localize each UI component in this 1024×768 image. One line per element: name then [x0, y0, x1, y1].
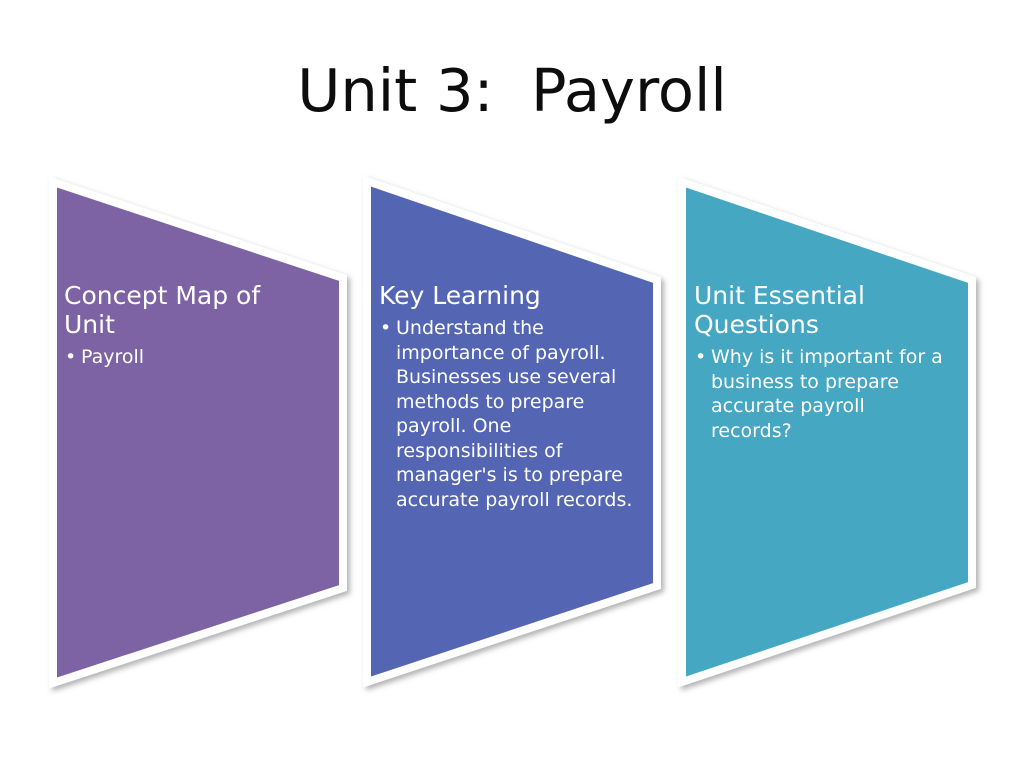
list-item-text: Understand the importance of payroll. Bu…: [396, 317, 633, 511]
bullet-icon: •: [695, 346, 707, 368]
list-item: •Payroll: [64, 345, 302, 370]
list-item: •Understand the importance of payroll. B…: [379, 316, 633, 512]
panel-bullet-list: •Why is it important for a business to p…: [694, 345, 948, 443]
panel-background-shape: [363, 175, 661, 688]
list-item-text: Why is it important for a business to pr…: [711, 346, 943, 442]
bullet-icon: •: [65, 346, 77, 368]
page-title: Unit 3: Payroll: [297, 56, 727, 125]
list-item: •Why is it important for a business to p…: [694, 345, 948, 443]
list-item-text: Payroll: [81, 346, 145, 368]
panel-bullet-list: •Payroll: [64, 345, 302, 370]
panel-bullet-list: •Understand the importance of payroll. B…: [379, 316, 633, 512]
panel-content-key-learning: Key Learning •Understand the importance …: [379, 281, 633, 512]
panel-heading: Unit Essential Questions: [694, 281, 865, 339]
panel-background-shape: [678, 176, 976, 688]
panel-heading: Concept Map of Unit: [64, 281, 261, 339]
bullet-icon: •: [380, 317, 392, 339]
panel-background-shape: [49, 176, 347, 689]
panel-content-unit-essential-questions: Unit Essential Questions •Why is it impo…: [694, 281, 948, 443]
panel-content-concept-map-of-unit: Concept Map of Unit •Payroll: [64, 281, 302, 370]
panel-heading: Key Learning: [379, 281, 541, 310]
